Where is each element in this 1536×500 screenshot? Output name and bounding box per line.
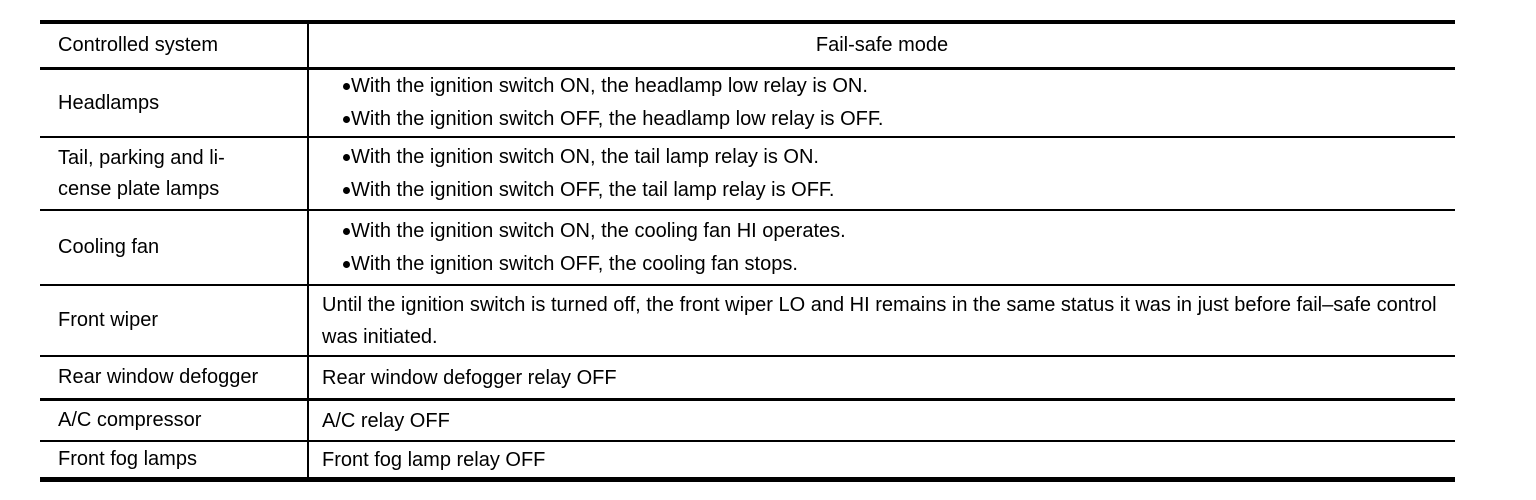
mode-text: Front fog lamp relay OFF xyxy=(322,448,546,471)
mode-text: Until the ignition switch is turned off,… xyxy=(322,293,1437,348)
table-row-tail-parking-license-lamps: Tail, parking and li- cense plate lamps … xyxy=(40,137,1455,211)
system-label: Tail, parking and li- cense plate lamps xyxy=(58,146,225,200)
bullet-icon xyxy=(343,186,350,194)
mode-cell: With the ignition switch ON, the cooling… xyxy=(308,210,1455,286)
fail-safe-mode-table: Controlled system Fail-safe mode Headlam… xyxy=(40,20,1455,482)
bullet-icon xyxy=(343,83,350,90)
system-cell: Headlamps xyxy=(40,68,309,138)
table-header-row: Controlled system Fail-safe mode xyxy=(40,22,1455,70)
table-row-rear-window-defogger: Rear window defogger Rear window defogge… xyxy=(40,356,1455,401)
mode-text: Rear window defogger relay OFF xyxy=(322,366,617,389)
col-header-controlled-system-label: Controlled system xyxy=(58,34,219,56)
bullet-text: With the ignition switch ON, the tail la… xyxy=(351,145,819,168)
col-header-fail-safe-mode: Fail-safe mode xyxy=(308,22,1455,70)
system-cell: Rear window defogger xyxy=(40,356,309,401)
table-row-headlamps: Headlamps With the ignition switch ON, t… xyxy=(40,68,1455,138)
system-label: Headlamps xyxy=(58,91,160,114)
bullet-text: With the ignition switch OFF, the headla… xyxy=(351,108,884,130)
bullet-text: With the ignition switch ON, the cooling… xyxy=(351,219,846,242)
system-label: Front fog lamps xyxy=(58,448,197,470)
mode-cell: Front fog lamp relay OFF xyxy=(308,441,1455,480)
table-row-front-wiper: Front wiper Until the ignition switch is… xyxy=(40,285,1455,357)
mode-cell: Until the ignition switch is turned off,… xyxy=(308,285,1455,357)
system-label: Cooling fan xyxy=(58,236,160,258)
table-row-front-fog-lamps: Front fog lamps Front fog lamp relay OFF xyxy=(40,441,1455,480)
system-cell: Front fog lamps xyxy=(40,441,309,480)
table-row-cooling-fan: Cooling fan With the ignition switch ON,… xyxy=(40,210,1455,286)
bullet-icon xyxy=(343,227,350,235)
bullet-text: With the ignition switch ON, the headlam… xyxy=(351,75,868,97)
system-cell: Cooling fan xyxy=(40,210,309,286)
bullet-item: With the ignition switch ON, the tail la… xyxy=(322,141,1439,174)
system-cell: Tail, parking and li- cense plate lamps xyxy=(40,137,309,211)
system-label: Front wiper xyxy=(58,309,159,331)
bullet-item: With the ignition switch ON, the cooling… xyxy=(322,215,1439,248)
col-header-controlled-system: Controlled system xyxy=(40,22,309,70)
bullet-item: With the ignition switch OFF, the headla… xyxy=(322,103,1439,136)
bullet-list: With the ignition switch ON, the cooling… xyxy=(322,215,1439,281)
system-cell: Front wiper xyxy=(40,285,309,357)
table-row-ac-compressor: A/C compressor A/C relay OFF xyxy=(40,399,1455,442)
bullet-text: With the ignition switch OFF, the coolin… xyxy=(351,252,798,275)
bullet-icon xyxy=(343,153,350,161)
mode-cell: With the ignition switch ON, the headlam… xyxy=(308,68,1455,138)
bullet-list: With the ignition switch ON, the headlam… xyxy=(322,70,1439,136)
bullet-item: With the ignition switch OFF, the tail l… xyxy=(322,174,1439,207)
mode-text: A/C relay OFF xyxy=(322,409,450,432)
bullet-icon xyxy=(343,116,350,123)
mode-cell: A/C relay OFF xyxy=(308,399,1455,442)
bullet-list: With the ignition switch ON, the tail la… xyxy=(322,141,1439,207)
system-label: A/C compressor xyxy=(58,409,202,431)
col-header-fail-safe-mode-label: Fail-safe mode xyxy=(815,34,949,56)
bullet-item: With the ignition switch OFF, the coolin… xyxy=(322,248,1439,281)
bullet-icon xyxy=(343,260,350,268)
system-label: Rear window defogger xyxy=(58,366,259,388)
mode-cell: With the ignition switch ON, the tail la… xyxy=(308,137,1455,211)
system-cell: A/C compressor xyxy=(40,399,309,442)
bullet-text: With the ignition switch OFF, the tail l… xyxy=(351,178,835,201)
bullet-item: With the ignition switch ON, the headlam… xyxy=(322,70,1439,103)
mode-cell: Rear window defogger relay OFF xyxy=(308,356,1455,401)
